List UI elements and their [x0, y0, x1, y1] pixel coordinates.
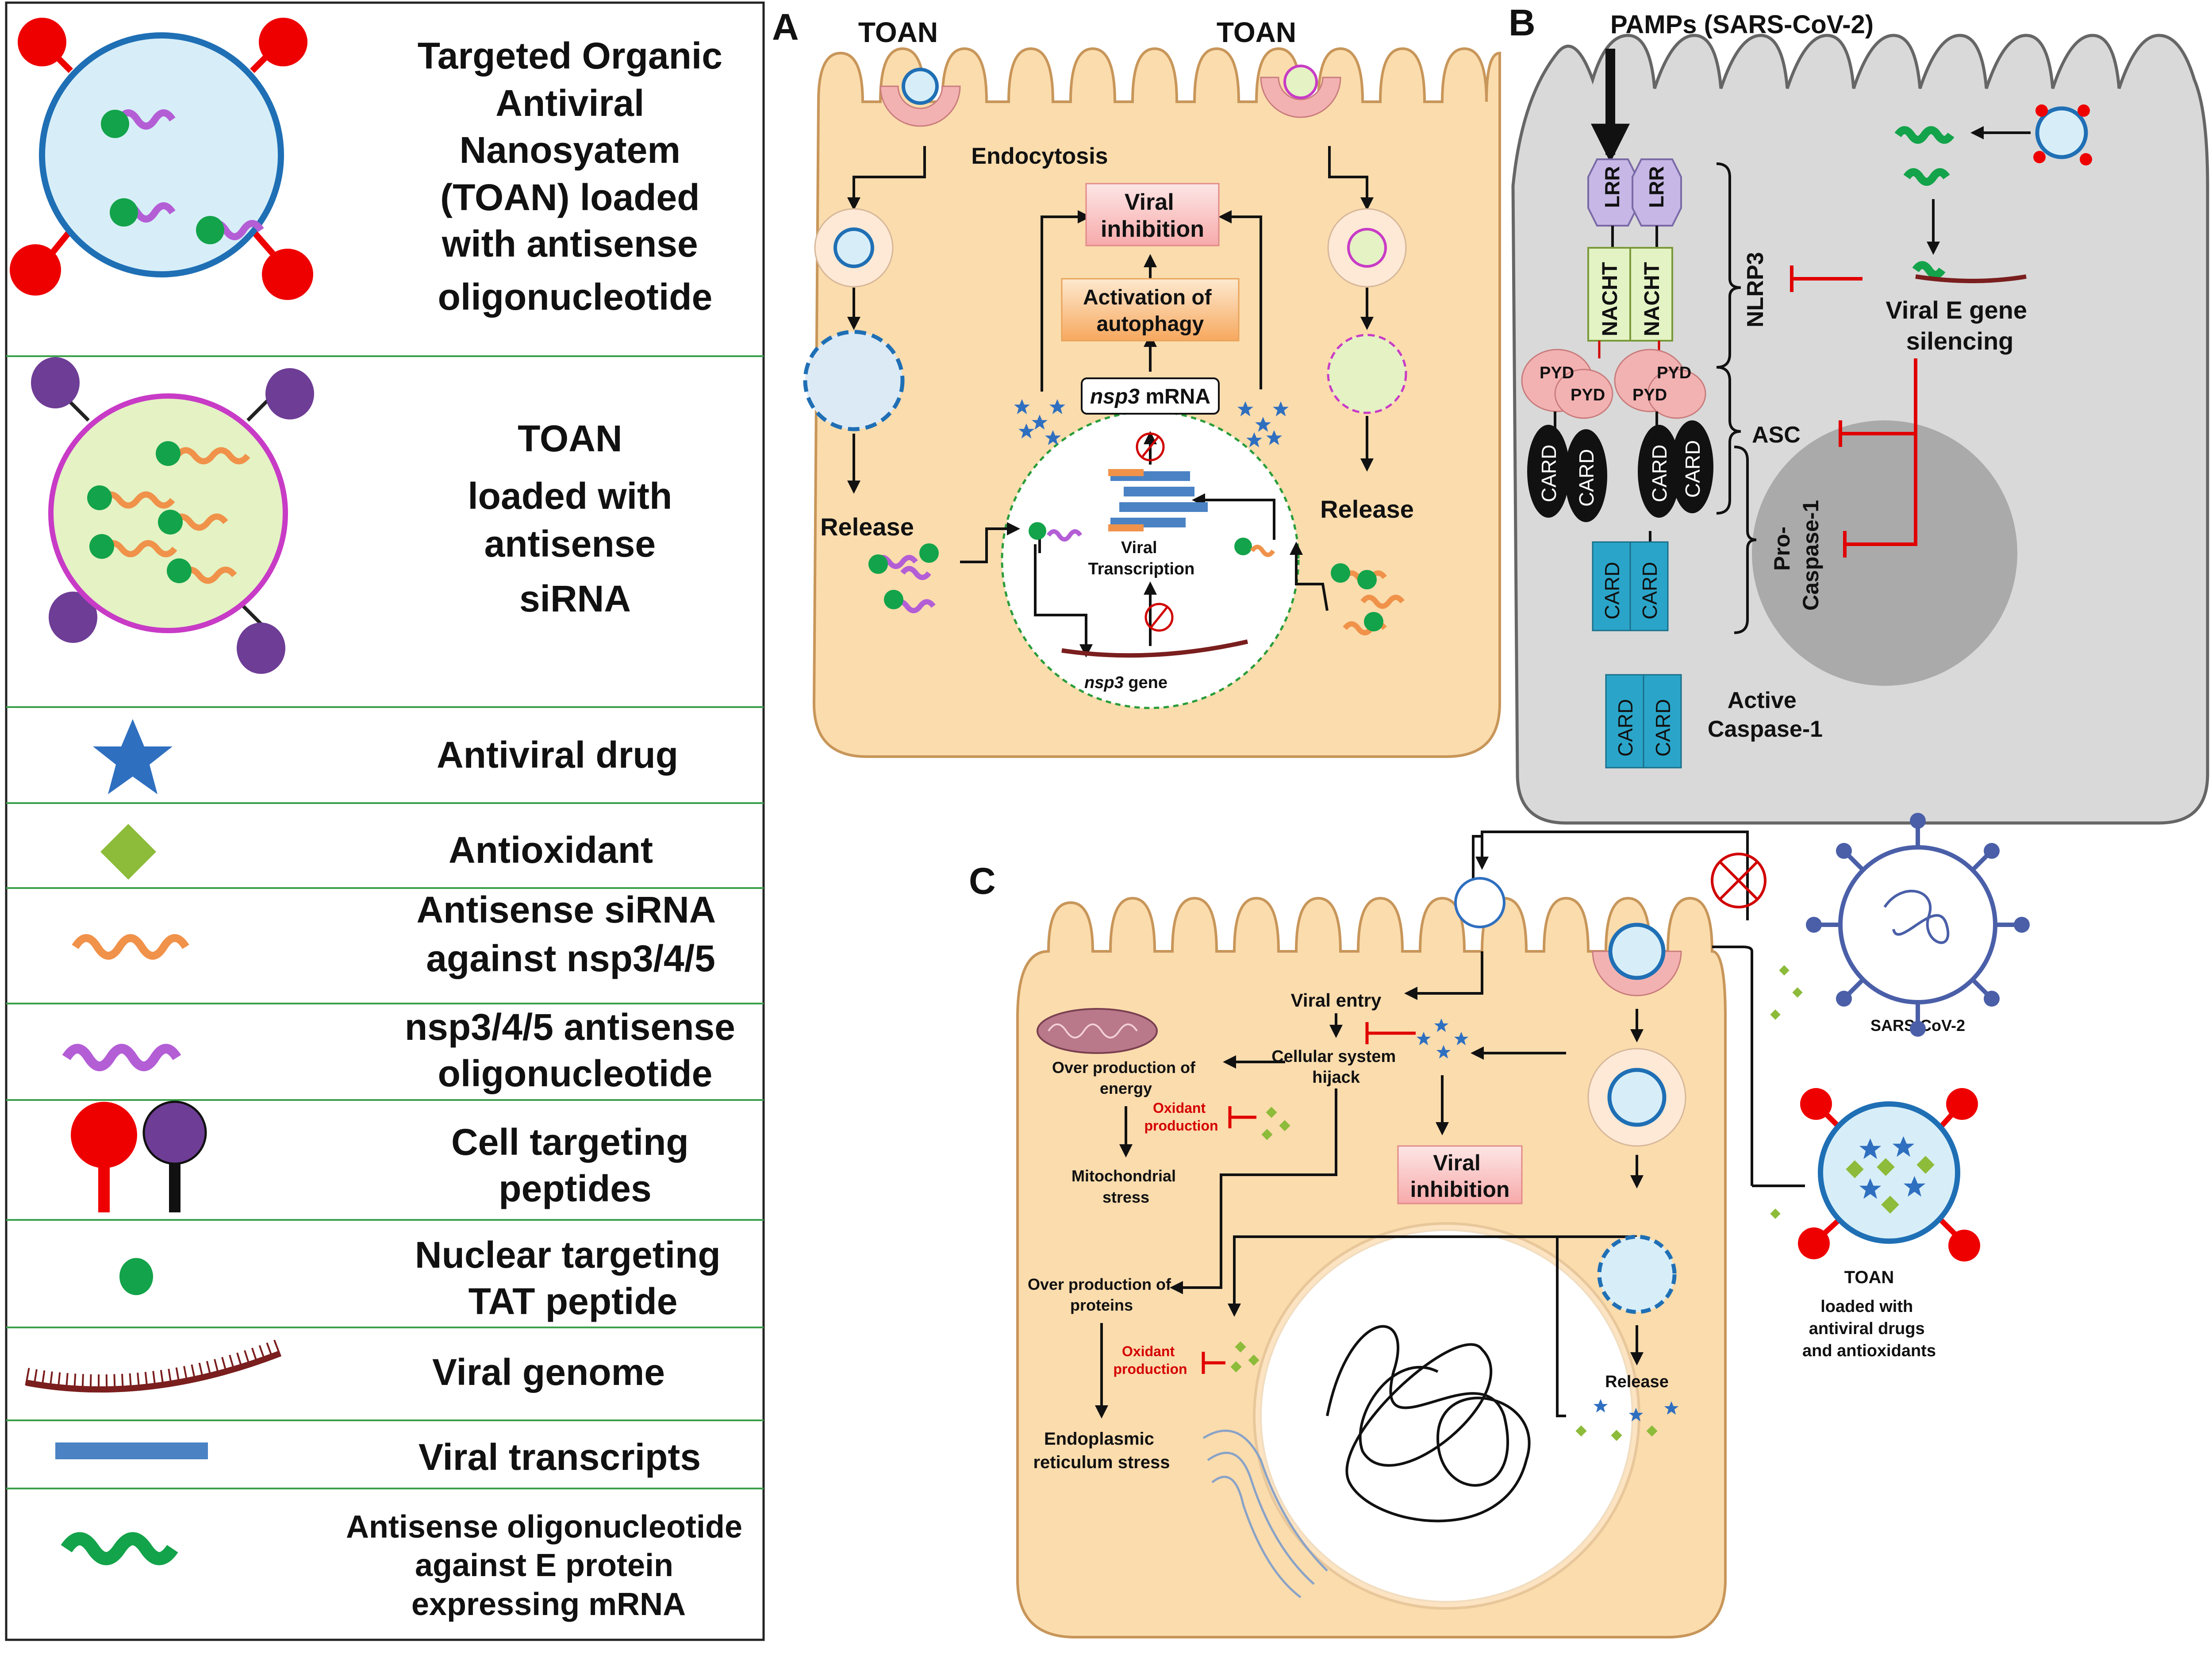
panel-c-letter: C [969, 860, 996, 902]
panel-a-toan-left-label: TOAN [858, 16, 938, 48]
mito-stress-label: Mitochondrial stress [1071, 1167, 1180, 1206]
pro-caspase-line2: Caspase-1 [1798, 500, 1823, 611]
e-antisense-squiggle-icon [61, 1532, 178, 1565]
legend-antioxidant-label: Antioxidant [449, 829, 653, 871]
panel-a-nsp3-mrna-box [1081, 377, 1220, 415]
toan-aso-icon [10, 18, 313, 300]
nlrp3-label: NLRP3 [1743, 252, 1768, 327]
cell-targeting-peptide-icon [71, 1100, 207, 1212]
panel-c: C Viral entry Cellular system hijack Ove… [969, 813, 2030, 1638]
pyd-domain: PYD PYD PYD PYD [1521, 349, 1706, 419]
legend-toan-aso-label: Targeted Organic Antiviral Nanosyatem (T… [418, 35, 733, 318]
panel-c-release-label: Release [1605, 1373, 1669, 1391]
toan-caption-label: TOAN [1844, 1268, 1894, 1287]
legend-panel: Targeted Organic Antiviral Nanosyatem (T… [5, 1, 765, 1641]
legend-e-antisense-label: Antisense oligonucleotide against E prot… [346, 1509, 751, 1622]
panel-c-nucleus [1260, 1229, 1633, 1603]
asc-card-domain: CARD CARD CARD CARD [1527, 420, 1713, 522]
panel-b-pamps-label: PAMPs (SARS-CoV-2) [1610, 10, 1874, 39]
svg-text:PYD: PYD [1657, 364, 1691, 382]
svg-text:CARD: CARD [1614, 699, 1637, 757]
sirna-squiggle-icon [72, 934, 189, 960]
panel-a-nsp3-mrna-label: nsp3 mRNA [1090, 385, 1210, 408]
panel-a-letter: A [772, 6, 799, 48]
panel-c-toan-icon [1798, 1088, 1980, 1261]
proteins-label: Over production of proteins [1028, 1275, 1175, 1314]
panel-c-viral-inhibition-box [1397, 1145, 1523, 1204]
panel-a-viral-inhibition-box [1085, 183, 1220, 246]
legend-transcripts-label: Viral transcripts [419, 1436, 701, 1478]
er-stress-label: Endoplasmic reticulum stress [1033, 1429, 1170, 1472]
oligo-squiggle-icon [62, 1044, 181, 1071]
legend-sirna-label: Antisense siRNA against nsp3/4/5 [416, 889, 725, 979]
legend-tat-label: Nuclear targeting TAT peptide [415, 1234, 731, 1322]
viral-entry-label: Viral entry [1291, 990, 1382, 1011]
tat-peptide-icon [119, 1258, 153, 1295]
panel-a-nucleus [1001, 410, 1300, 709]
panel-a-autophagy-box [1061, 278, 1240, 342]
panel-a-release-left-label: Release [820, 513, 914, 541]
svg-text:PYD: PYD [1571, 386, 1605, 404]
toan-caption-detail: loaded with antiviral drugs and antioxid… [1802, 1297, 1936, 1360]
viral-genome-icon [25, 1339, 282, 1393]
panel-b: B PAMPs (SARS-CoV-2) LRR LRR NACHT NACHT [1509, 2, 2209, 825]
svg-text:NACHT: NACHT [1598, 262, 1622, 336]
panel-b-nucleus [1752, 420, 2017, 686]
silencing-label: Viral E gene silencing [1886, 296, 2034, 355]
svg-text:CARD: CARD [1638, 562, 1661, 619]
panel-a: A TOAN TOAN Endocytosis Release Release [772, 6, 1501, 758]
active-caspase-card: CARD CARD [1605, 674, 1682, 769]
energy-label: Over production of energy [1052, 1058, 1200, 1097]
panel-a-autophagy-label: Activation of autophagy [1083, 286, 1217, 336]
panel-a-viral-transcription-label: Viral Transcription [1088, 538, 1195, 578]
legend-genome-label: Viral genome [432, 1351, 665, 1393]
oxidant-label-2: Oxidant production [1113, 1343, 1187, 1377]
legend-toan-sirna-label: TOAN loaded with antisense siRNA [468, 418, 682, 619]
lrr-domain: LRR LRR [1587, 158, 1682, 227]
asc-label: ASC [1752, 422, 1801, 448]
entering-virus-icon [1454, 877, 1505, 928]
blocked-entry-icon [1711, 853, 1767, 908]
panel-a-release-right-label: Release [1320, 495, 1414, 523]
svg-text:CARD: CARD [1681, 440, 1704, 498]
oxidant-label-1: Oxidant production [1144, 1100, 1218, 1134]
viral-transcript-icon [55, 1442, 208, 1459]
panel-b-letter: B [1509, 2, 1536, 43]
hijack-label: Cellular system hijack [1271, 1047, 1400, 1087]
svg-text:PYD: PYD [1632, 386, 1667, 404]
svg-text:CARD: CARD [1651, 699, 1674, 757]
svg-text:CARD: CARD [1601, 562, 1624, 619]
svg-text:PYD: PYD [1540, 364, 1574, 382]
legend-antiviral-label: Antiviral drug [437, 734, 678, 776]
panel-a-viral-inhibition-label: Viral inhibition [1101, 189, 1204, 242]
legend-cell-targeting-label: Cell targeting peptides [451, 1121, 699, 1209]
er-shape [1202, 1429, 1328, 1598]
panel-a-toan-right-label: TOAN [1217, 16, 1296, 48]
svg-text:CARD: CARD [1648, 445, 1671, 502]
svg-text:LRR: LRR [1601, 166, 1624, 208]
svg-text:LRR: LRR [1645, 166, 1668, 208]
panel-a-endocytosis-label: Endocytosis [971, 143, 1108, 169]
legend-oligo-label: nsp3/4/5 antisense oligonucleotide [405, 1006, 745, 1094]
panel-a-nsp3-gene-label: nsp3 gene [1084, 673, 1167, 692]
panel-c-viral-inhibition-label: Viral inhibition [1410, 1150, 1510, 1202]
svg-text:CARD: CARD [1575, 449, 1598, 507]
svg-text:NACHT: NACHT [1640, 262, 1664, 336]
mitochondrion-icon [1037, 1008, 1158, 1054]
pro-caspase-line1: Pro- [1770, 527, 1794, 571]
panel-b-active-caspase-label: Active Caspase-1 [1708, 688, 1823, 742]
sars-cov-2-icon [1806, 813, 2030, 1037]
procaspase-card-domain: CARD CARD [1592, 541, 1669, 631]
toan-sirna-icon [31, 357, 314, 674]
svg-text:CARD: CARD [1537, 445, 1560, 502]
nacht-domain: NACHT NACHT [1587, 247, 1673, 342]
